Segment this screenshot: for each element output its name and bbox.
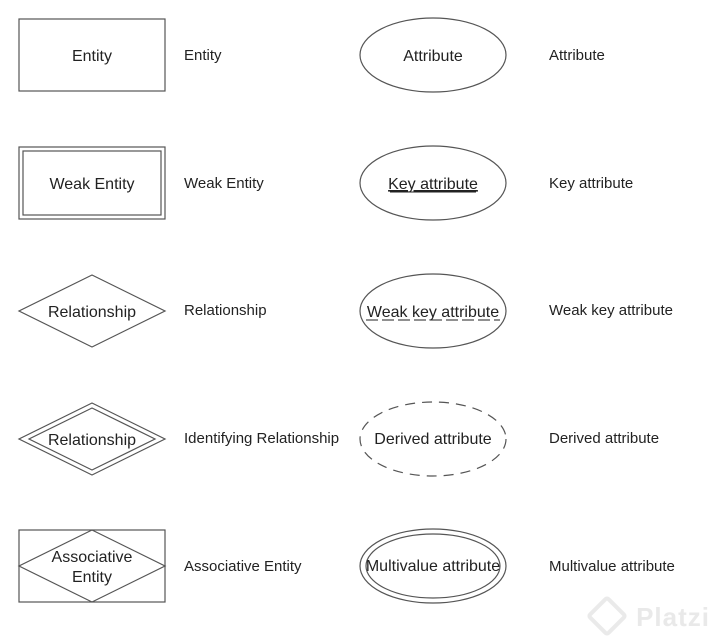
entity-symbol-text: Entity — [72, 48, 112, 65]
entity-symbol: Entity — [18, 18, 166, 92]
key-attribute-symbol: Key attribute — [359, 145, 507, 221]
identifying-relationship-label: Identifying Relationship — [184, 430, 340, 447]
attribute-symbol: Attribute — [359, 17, 507, 93]
weak-key-attribute-symbol-text: Weak key attribute — [367, 304, 499, 321]
attribute-symbol-text: Attribute — [403, 48, 463, 65]
derived-attribute-symbol-text: Derived attribute — [374, 431, 491, 448]
identifying-relationship-symbol-text: Relationship — [48, 432, 136, 449]
relationship-label: Relationship — [184, 302, 267, 319]
relationship-symbol: Relationship — [17, 274, 167, 348]
relationship-symbol-text: Relationship — [48, 304, 136, 321]
weak-key-attribute-symbol: Weak key attribute — [359, 273, 507, 349]
associative-entity-symbol-text-line2: Entity — [72, 569, 112, 586]
platzi-watermark: Platzi — [636, 602, 710, 632]
entity-label: Entity — [184, 47, 222, 64]
derived-attribute-label: Derived attribute — [549, 430, 660, 447]
key-attribute-label: Key attribute — [549, 175, 634, 192]
identifying-relationship-symbol: Relationship — [17, 402, 167, 476]
weak-entity-symbol-text: Weak Entity — [49, 176, 134, 193]
weak-key-attribute-label: Weak key attribute — [549, 302, 673, 319]
multivalue-attribute-label: Multivalue attribute — [549, 558, 675, 575]
key-attribute-symbol-text: Key attribute — [388, 176, 478, 193]
derived-attribute-symbol: Derived attribute — [359, 401, 507, 477]
weak-entity-symbol: Weak Entity — [18, 146, 166, 220]
attribute-label: Attribute — [549, 47, 605, 64]
multivalue-attribute-symbol: Multivalue attribute — [359, 528, 507, 604]
associative-entity-label: Associative Entity — [184, 558, 302, 575]
associative-entity-symbol-text-line1: Associative — [52, 549, 133, 566]
multivalue-attribute-symbol-text: Multivalue attribute — [366, 558, 500, 575]
associative-entity-symbol: Associative Entity — [17, 529, 167, 603]
weak-entity-label: Weak Entity — [184, 175, 264, 192]
